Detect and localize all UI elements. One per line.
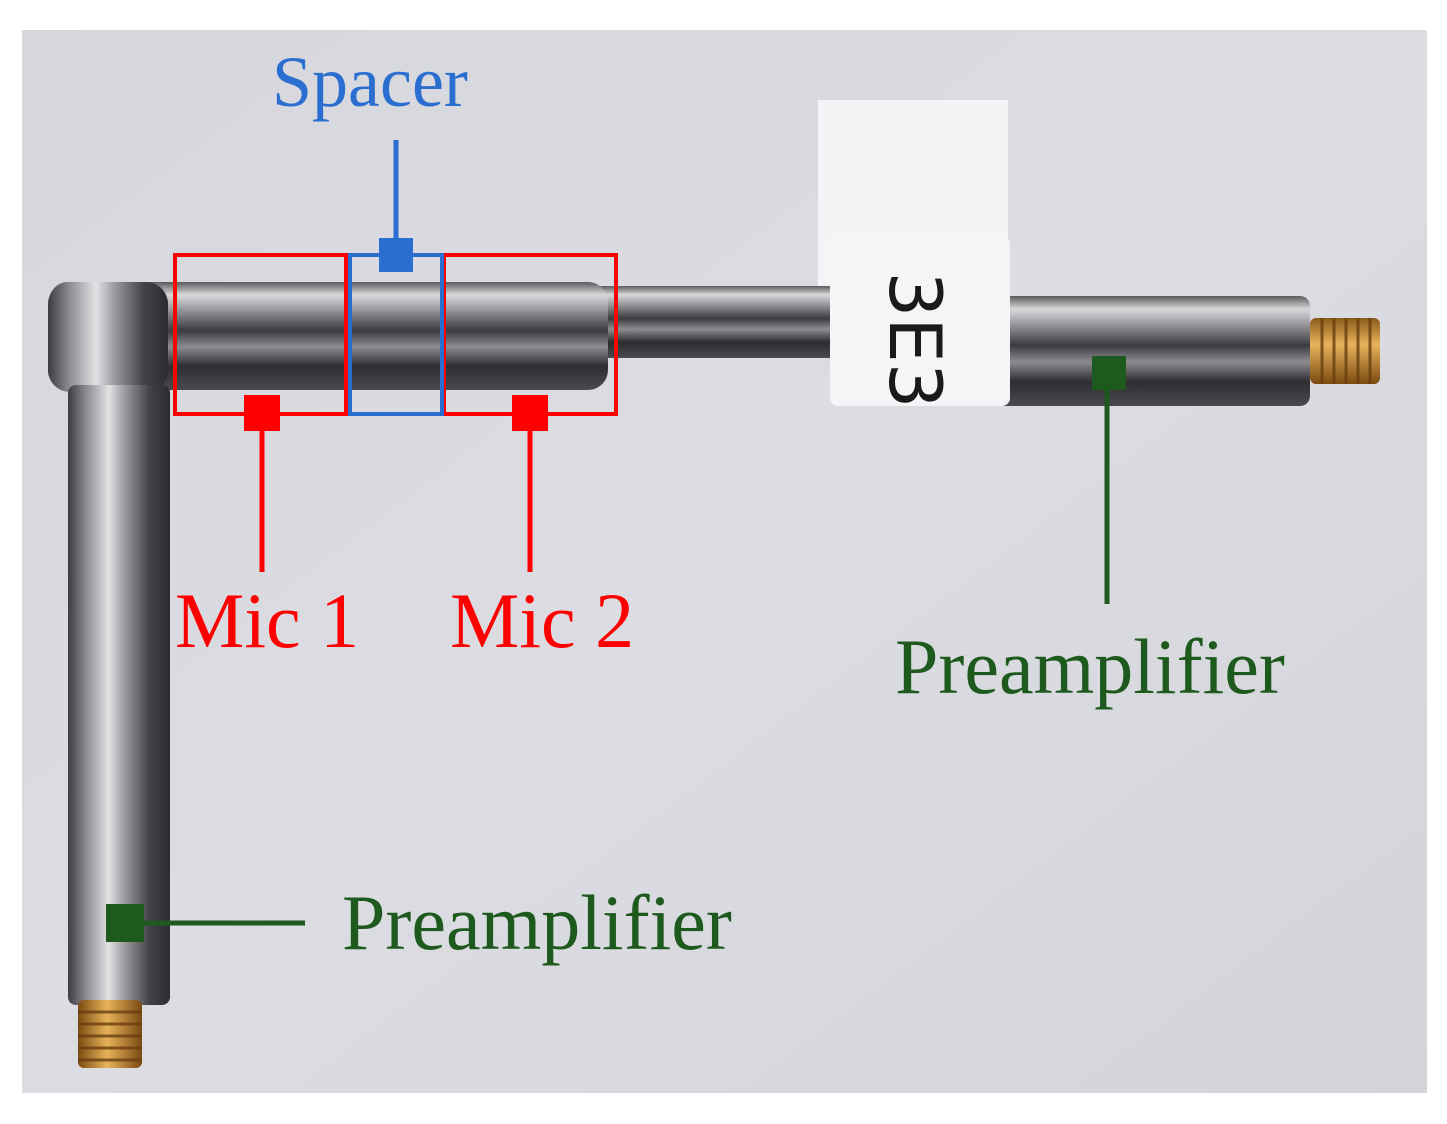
photo-canvas: 3E3 <box>22 30 1427 1093</box>
mic2-label: Mic 2 <box>450 577 635 664</box>
preamplifier-left-label: Preamplifier <box>342 879 732 966</box>
mic1-marker <box>244 395 280 431</box>
tag-text: 3E3 <box>873 271 957 408</box>
right-thread-lines <box>1320 318 1372 384</box>
background <box>22 30 1427 1093</box>
spacer-label: Spacer <box>272 42 468 122</box>
mic1-label: Mic 1 <box>175 577 360 664</box>
left-preamp-body <box>68 385 170 1005</box>
photo: 3E3 <box>22 30 1427 1093</box>
horizontal-body <box>48 282 608 390</box>
rod-middle <box>600 286 830 358</box>
preamp-left-marker <box>106 904 144 942</box>
preamp-right-marker <box>1092 356 1126 390</box>
spacer-marker <box>379 238 413 272</box>
mic2-marker <box>512 395 548 431</box>
left-thread-lines <box>78 1010 142 1062</box>
tag-band <box>830 236 1010 406</box>
preamplifier-right-label: Preamplifier <box>895 623 1285 710</box>
left-thread <box>78 1000 142 1068</box>
elbow <box>48 282 168 392</box>
